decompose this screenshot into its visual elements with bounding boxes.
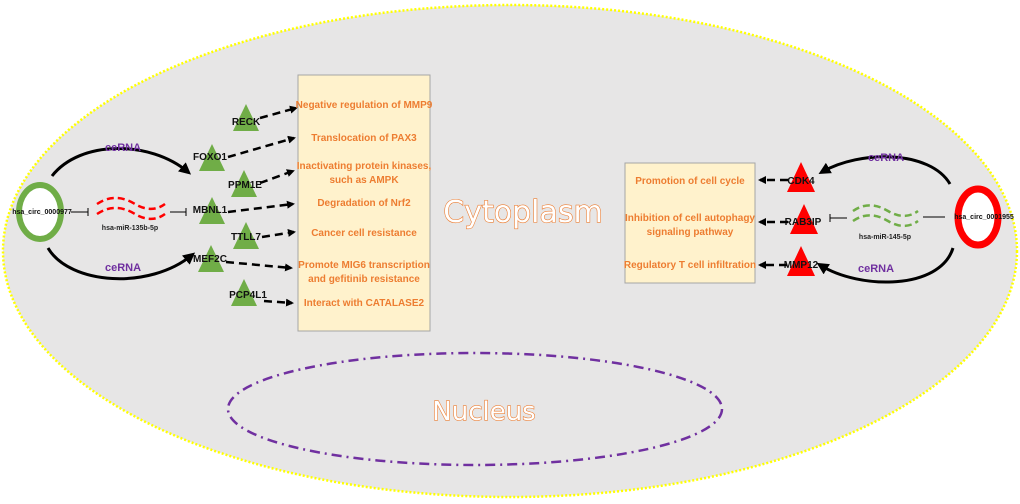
nucleus-label: Nucleus [432, 397, 535, 427]
left-function-box [297, 74, 431, 332]
function-text-line: Promote MIG6 transcription [298, 260, 430, 271]
target-rab3ip: RAB3IP [758, 204, 822, 234]
target-triangle-icon [198, 245, 224, 272]
left-circ-mirna-inhibition [71, 208, 89, 216]
target-ttll7: TTLL7 [231, 222, 296, 249]
function-text-line: Inhibition of cell autophagy [625, 213, 755, 224]
function-inhibition-of-cell-autophagy-signaling-pathway: Inhibition of cell autophagy signaling pa… [625, 213, 755, 238]
target-label: TTLL7 [231, 232, 261, 243]
left-mirna-target-inhibition [170, 208, 187, 216]
function-text-line: Negative regulation of MMP9 [296, 100, 433, 111]
target-label: PCP4L1 [229, 290, 267, 301]
nucleus-membrane [226, 351, 724, 467]
left-mirna-label: hsa-miR-135b-5p [102, 225, 158, 232]
left-mirna-strands [96, 196, 166, 221]
function-negative-regulation-of-mmp9: Negative regulation of MMP9 [296, 100, 433, 111]
right-mirna-label: hsa-miR-145-5p [859, 234, 911, 241]
left-cerna-label-bottom: ceRNA [105, 262, 141, 274]
right-function-box [624, 162, 756, 284]
function-cancer-cell-resistance: Cancer cell resistance [311, 228, 417, 239]
left-cerna-arc-top [50, 147, 192, 177]
target-function-arrow [259, 169, 295, 185]
function-regulatory-t-cell-infiltration: Regulatory T cell infiltration [624, 260, 756, 271]
function-promotion-of-cell-cycle: Promotion of cell cycle [635, 176, 745, 187]
function-text-line: Regulatory T cell infiltration [624, 260, 756, 271]
target-label: RECK [232, 117, 261, 128]
target-pcp4l1: PCP4L1 [229, 279, 294, 307]
target-triangle-icon [787, 162, 815, 192]
right-cerna-arc-top [818, 155, 952, 185]
target-function-arrow [225, 260, 293, 272]
target-triangle-icon [787, 246, 815, 276]
target-triangle-icon [231, 279, 257, 306]
target-label: MEF2C [193, 254, 227, 265]
function-degradation-of-nrf2: Degradation of Nrf2 [317, 198, 411, 209]
target-function-arrow [227, 200, 295, 214]
target-label: MBNL1 [193, 205, 228, 216]
target-ppm1e: PPM1E [228, 169, 295, 197]
target-function-arrow [263, 298, 294, 307]
target-triangle-icon [199, 197, 225, 224]
target-foxo1: FOXO1 [193, 135, 296, 171]
left-cerna-label-top: ceRNA [105, 142, 141, 154]
right-cerna-label-bottom: ceRNA [858, 263, 894, 275]
function-text-line: Translocation of PAX3 [311, 133, 417, 144]
target-function-arrow [227, 135, 296, 159]
function-text-line: Degradation of Nrf2 [317, 198, 411, 209]
target-label: MMP12 [784, 260, 819, 271]
target-mmp12: MMP12 [758, 246, 819, 276]
right-cerna-label-top: ceRNA [868, 152, 904, 164]
function-text-line: signaling pathway [647, 227, 734, 238]
function-inactivating-protein-kinases-such-as-ampk: Inactivating protein kinases, such as AMP… [297, 161, 432, 186]
left-cerna-arc-bottom [46, 247, 196, 281]
right-cerna-arc-bottom [816, 247, 955, 284]
left-circrna-ring [16, 182, 64, 242]
right-mirna-strands [852, 204, 919, 228]
target-function-arrow [261, 228, 296, 239]
right-mirna-target-inhibition [829, 214, 847, 222]
function-translocation-of-pax3: Translocation of PAX3 [311, 133, 417, 144]
function-text-line: Promotion of cell cycle [635, 176, 745, 187]
function-text-line: and gefitinib resistance [308, 274, 420, 285]
target-triangle-icon [233, 104, 259, 131]
left-circrna-label: hsa_circ_0000977 [12, 209, 72, 216]
target-reck: RECK [232, 104, 298, 131]
target-label: PPM1E [228, 180, 262, 191]
function-text-line: such as AMPK [329, 175, 399, 186]
function-text-line: Cancer cell resistance [311, 228, 417, 239]
right-circrna-label: hsa_circ_0001955 [954, 214, 1014, 221]
target-triangle-icon [233, 222, 259, 249]
function-promote-mig6-transcription-and-gefitinib-resistance: Promote MIG6 transcription and gefitinib … [298, 260, 430, 285]
target-cdk4: CDK4 [758, 162, 815, 192]
cytoplasm-label: Cytoplasm [443, 195, 602, 230]
target-label: CDK4 [787, 176, 815, 187]
function-text-line: Interact with CATALASE2 [304, 298, 425, 309]
function-interact-with-catalase2: Interact with CATALASE2 [304, 298, 425, 309]
target-mef2c: MEF2C [193, 245, 293, 272]
target-label: RAB3IP [785, 217, 822, 228]
right-circrna-ring [954, 185, 1002, 249]
target-label: FOXO1 [193, 152, 227, 163]
target-function-arrow [259, 105, 298, 120]
target-triangle-icon [199, 144, 225, 171]
target-mbnl1: MBNL1 [193, 197, 295, 224]
function-text-line: Inactivating protein kinases, [297, 161, 432, 172]
target-triangle-icon [231, 170, 257, 197]
target-triangle-icon [790, 204, 818, 234]
